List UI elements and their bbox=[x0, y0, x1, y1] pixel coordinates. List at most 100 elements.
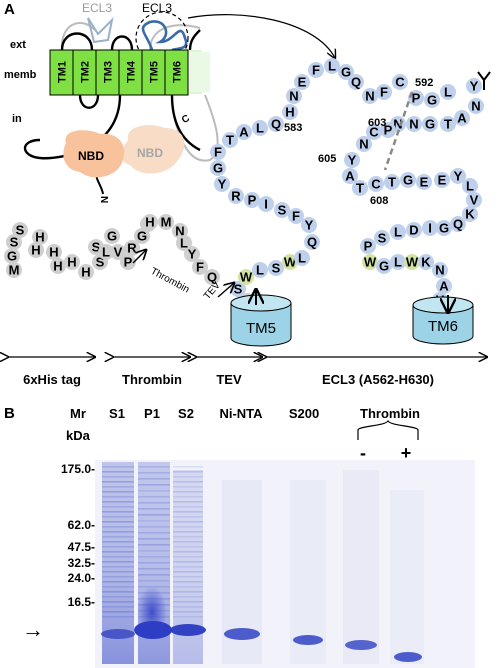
gel-texture-band bbox=[173, 566, 203, 568]
ecl3-residue-23-bead bbox=[308, 62, 324, 78]
ecl3-residue-33-bead bbox=[466, 78, 482, 94]
ecl3-residue-41-bead bbox=[366, 124, 382, 140]
ecl3-residue-68-bead bbox=[436, 278, 452, 294]
tev-residue-5-bead bbox=[192, 259, 208, 275]
his-residue-4: H bbox=[35, 230, 44, 245]
gel-texture-band bbox=[102, 516, 134, 518]
ecl3-residue-20-bead bbox=[282, 104, 298, 120]
ecl3-residue-11-bead bbox=[244, 192, 260, 208]
gel-texture-band bbox=[102, 576, 134, 578]
ecl3-residue-31: G bbox=[427, 93, 437, 108]
ecl3-residue-51-bead bbox=[450, 168, 466, 184]
ecl3-residue-12: R bbox=[231, 189, 241, 204]
ecl3-residue-10-bead bbox=[258, 196, 274, 212]
residue-603-label: 603 bbox=[368, 117, 386, 129]
ecl3-residue-68: A bbox=[439, 279, 449, 294]
thrombin-plus: + bbox=[401, 443, 412, 463]
gel-texture-band bbox=[138, 514, 170, 516]
his-residue-1: G bbox=[7, 249, 17, 264]
nbd-front-label: NBD bbox=[78, 149, 104, 163]
marker-47-5: 47.5- bbox=[68, 540, 95, 554]
lane-label-s2: S2 bbox=[178, 406, 194, 421]
nbd-back-label: NBD bbox=[137, 146, 163, 160]
ecl3-residue-46-bead bbox=[368, 176, 384, 192]
ecl3-residue-14: G bbox=[213, 161, 223, 176]
ecl3-residue-35-bead bbox=[454, 110, 470, 126]
mr-header: Mr bbox=[70, 406, 86, 421]
gel-texture-band bbox=[173, 491, 203, 493]
thrombin-header: Thrombin bbox=[360, 406, 420, 421]
gel-texture-band bbox=[102, 556, 134, 558]
ecl3-residue-6: Q bbox=[307, 235, 317, 250]
gel-texture-band bbox=[138, 502, 170, 504]
gel-texture-band bbox=[173, 466, 203, 468]
band-s1-target bbox=[101, 629, 135, 639]
ecl3-residue-18: L bbox=[256, 121, 264, 136]
thrombin-residue-7: G bbox=[137, 229, 147, 244]
thrombin-minus: - bbox=[360, 443, 366, 463]
ecl3-residue-15: F bbox=[214, 145, 222, 160]
tm-helix-labels: TM1 TM2 TM3 TM4 TM5 TM6 bbox=[57, 60, 184, 83]
gel-texture-band bbox=[102, 531, 134, 533]
marker-16-5: 16.5- bbox=[68, 595, 95, 609]
ecl3-residue-55-bead bbox=[450, 216, 466, 232]
ecl3-residue-57-bead bbox=[422, 220, 438, 236]
ecl3-residue-38-bead bbox=[406, 116, 422, 132]
gel-texture-band bbox=[102, 541, 134, 543]
ecl3-residue-39: N bbox=[393, 117, 402, 132]
his-residue-9: H bbox=[81, 265, 90, 280]
ecl3-residue-17: A bbox=[239, 125, 249, 140]
ecl3-residue-26-bead bbox=[348, 74, 364, 90]
his-residue-6: H bbox=[49, 245, 58, 260]
ecl3-residue-32: L bbox=[444, 85, 452, 100]
thrombin-residue-5: P bbox=[124, 255, 133, 270]
ecl3-residue-0: S bbox=[234, 282, 243, 297]
ecl3-residue-66-bead bbox=[418, 254, 434, 270]
faded-ecl3-loop bbox=[87, 16, 114, 44]
mw-markers: 175.0- 62.0- 47.5- 32.5- 24.0- 16.5- bbox=[61, 462, 95, 609]
tev-residue-1: M bbox=[161, 215, 172, 230]
band-ni-nta-target bbox=[224, 628, 260, 640]
ecl3-residue-50-bead bbox=[434, 172, 450, 188]
thrombin-cleavage-arrow bbox=[132, 250, 146, 264]
ecl3-highlight-circle bbox=[135, 11, 189, 65]
his-residue-6-bead bbox=[46, 244, 62, 260]
ecl3-residue-65: W bbox=[406, 255, 419, 270]
tev-residue-1-bead bbox=[158, 214, 174, 230]
ecl3-residue-22: E bbox=[298, 75, 307, 90]
ecl3-residue-3: S bbox=[272, 261, 281, 276]
ecl3-residue-37-bead bbox=[422, 116, 438, 132]
segment-label-thrombin: Thrombin bbox=[122, 372, 182, 387]
gel-texture-band bbox=[102, 466, 134, 468]
gel-texture-band bbox=[173, 476, 203, 478]
memb-label: memb bbox=[4, 69, 37, 81]
gel-texture-band bbox=[173, 486, 203, 488]
ecl3-residue-64-bead bbox=[390, 254, 406, 270]
panel-a-label: A bbox=[4, 1, 15, 18]
thrombin-residue-7-bead bbox=[134, 228, 150, 244]
ecl3-pointer-arrow bbox=[187, 14, 335, 58]
tm6-cylinder: TM6 bbox=[412, 295, 474, 345]
gel-texture-band bbox=[102, 511, 134, 513]
band-thrombin-minus bbox=[345, 640, 377, 650]
tev-cleavage-arrow bbox=[217, 283, 234, 298]
band-thrombin-plus bbox=[394, 652, 422, 662]
his-residue-0-bead bbox=[6, 262, 22, 278]
gel-texture-band bbox=[138, 574, 170, 576]
ecl3-residue-35: A bbox=[457, 111, 467, 126]
residue-608-label: 608 bbox=[370, 195, 388, 207]
ecl3-residue-52-bead bbox=[462, 178, 478, 194]
ecl3-loop bbox=[141, 20, 188, 52]
lane-thrombin-minus bbox=[343, 470, 379, 664]
his-residue-8: H bbox=[67, 255, 76, 270]
gel-texture-band bbox=[138, 508, 170, 510]
gel-texture-band bbox=[173, 516, 203, 518]
thrombin-residue-6: R bbox=[127, 241, 137, 256]
ecl3-label: ECL3 bbox=[142, 1, 172, 15]
ecl3-residue-44: A bbox=[345, 169, 355, 184]
gel-texture-band bbox=[102, 536, 134, 538]
ecl3-residue-19-bead bbox=[268, 116, 284, 132]
gel-texture-band bbox=[173, 471, 203, 473]
ecl3-residue-27: N bbox=[365, 89, 374, 104]
ecl3-residue-5-bead bbox=[294, 250, 310, 266]
